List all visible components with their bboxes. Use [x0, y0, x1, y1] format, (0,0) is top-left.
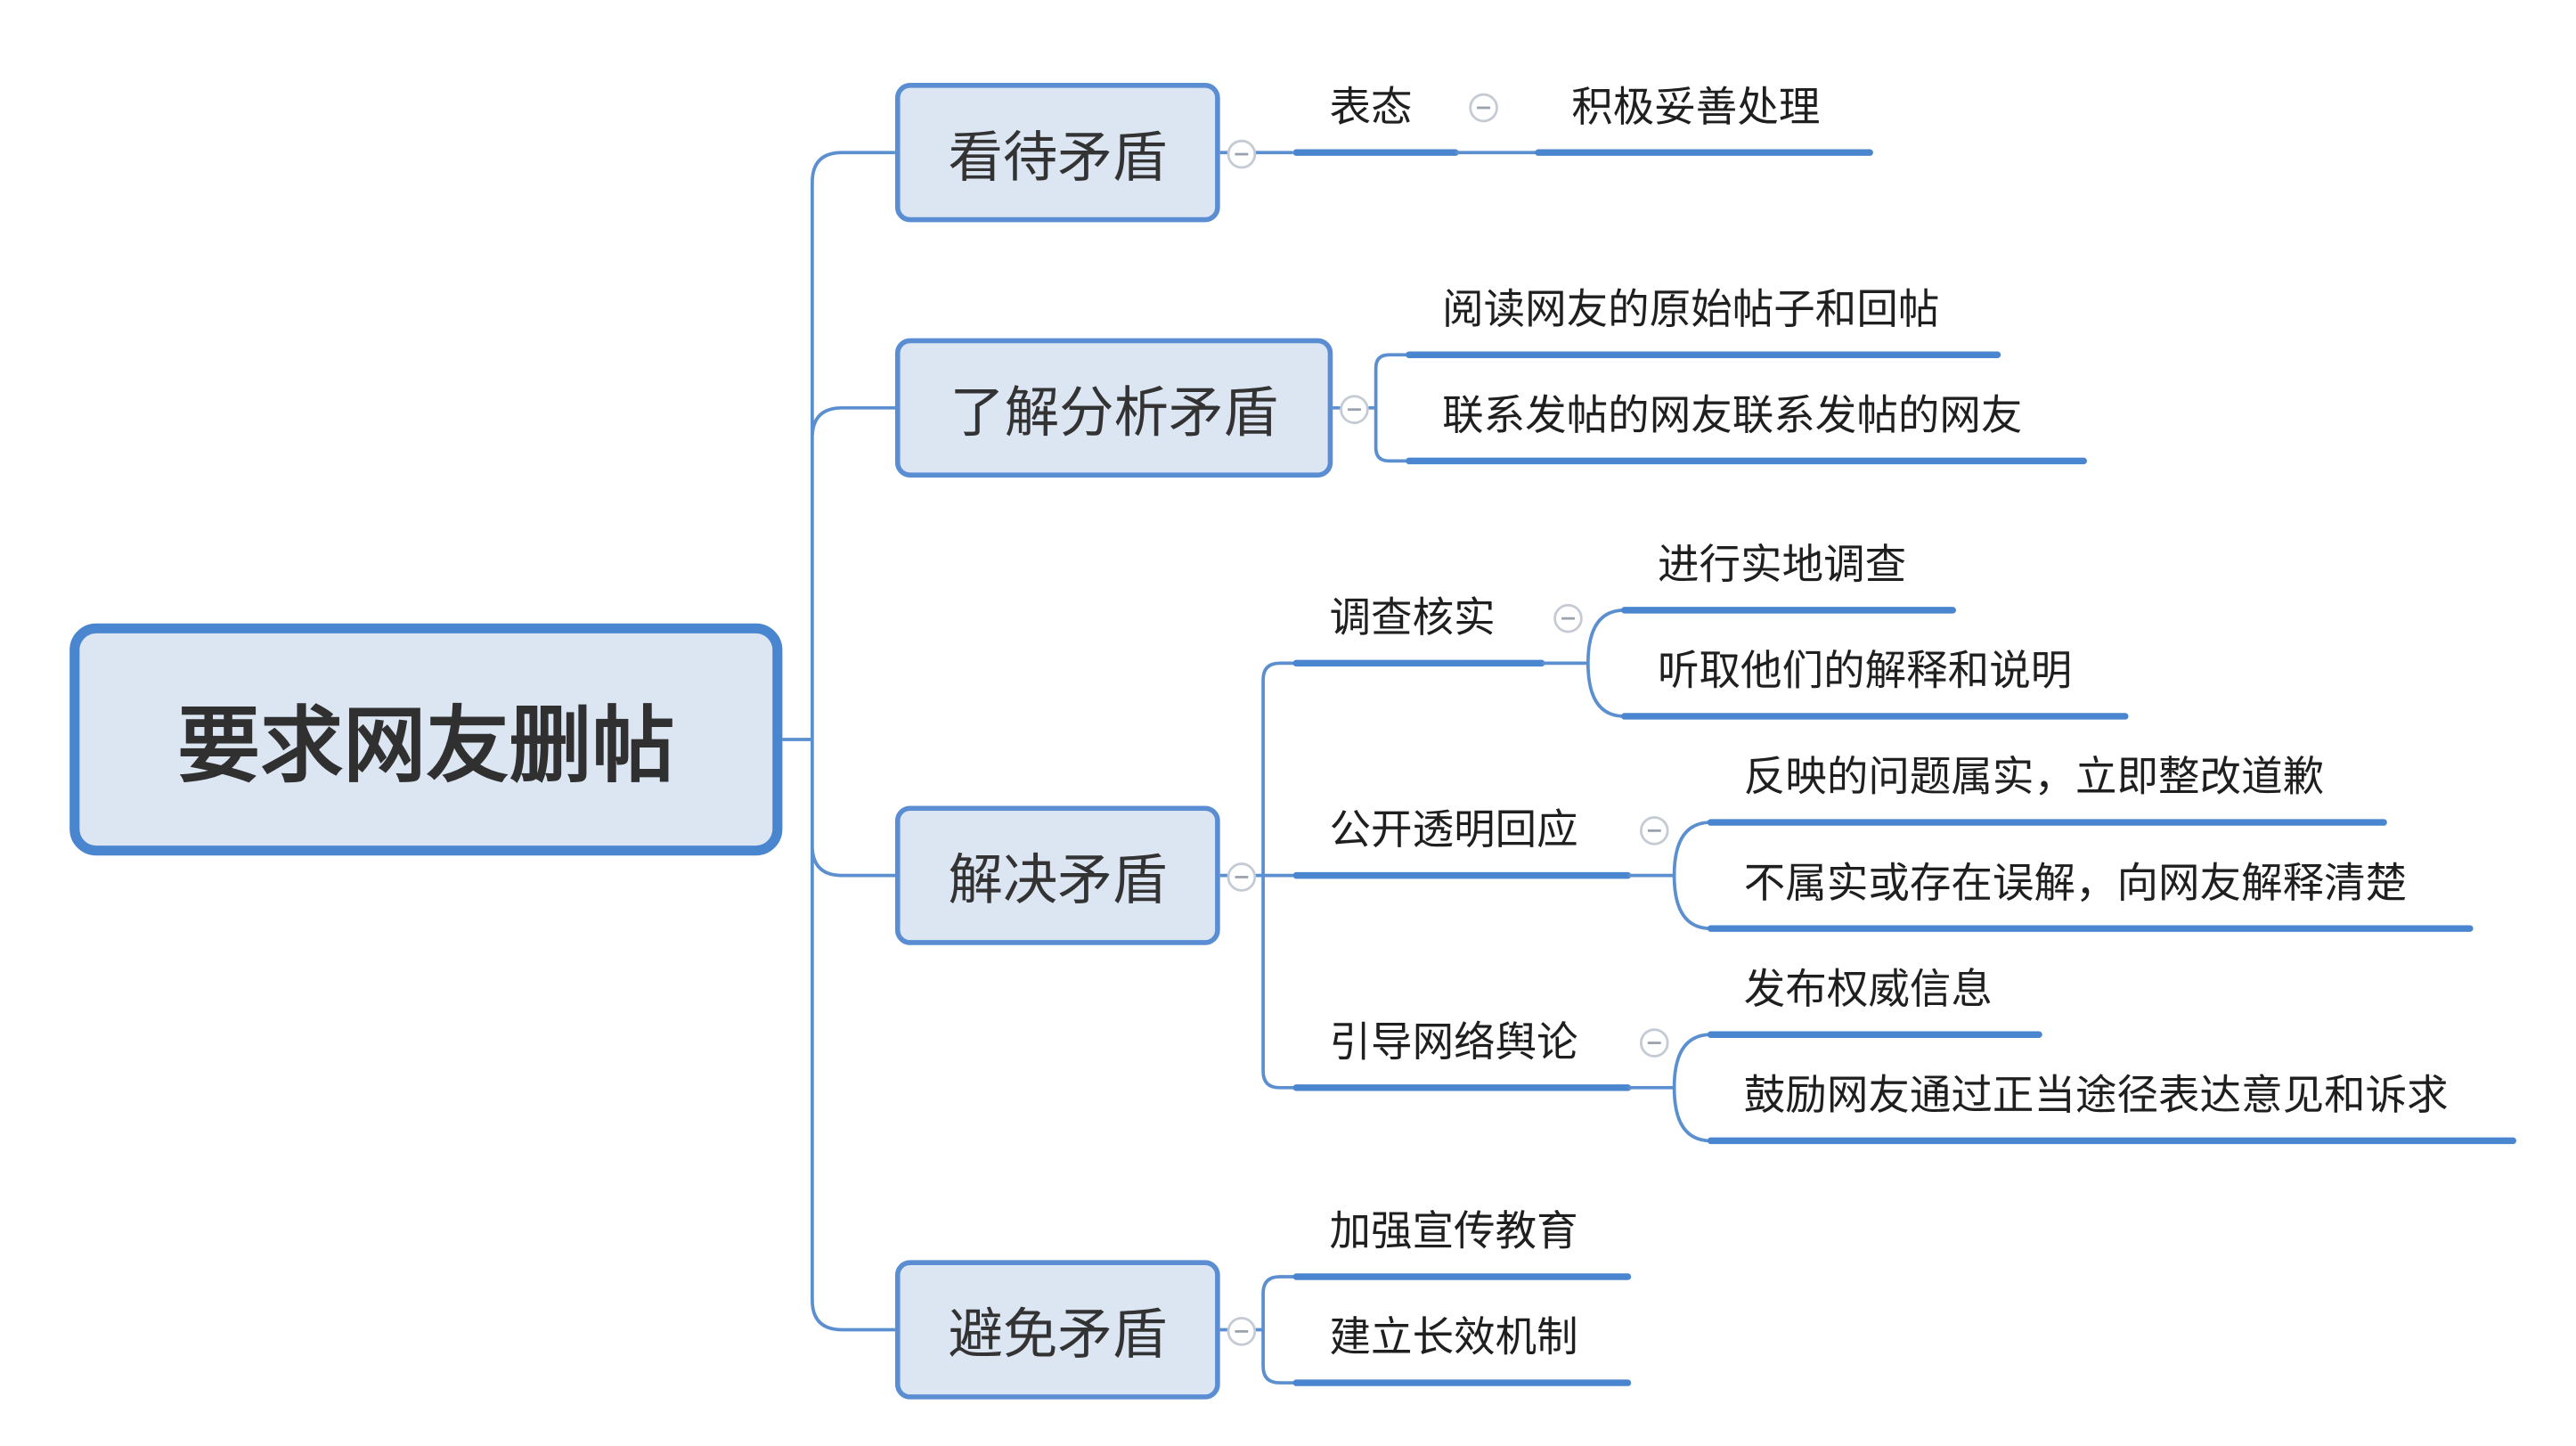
subtopic-biaotai[interactable]: 表态 [1329, 83, 1413, 132]
subtopic-changxiao-jizhi[interactable]: 建立长效机制 [1329, 1312, 1578, 1361]
subtopic-bushushi-jieshi[interactable]: 不属实或存在误解，向网友解释清楚 [1743, 858, 2408, 907]
subtopic-lianxi-fatie-wangyou[interactable]: 联系发帖的网友联系发帖的网友 [1442, 391, 2023, 440]
topic-jiejue-maodun[interactable]: 解决矛盾 [894, 805, 1220, 945]
topic-kandai-maodun[interactable]: 看待矛盾 [894, 83, 1220, 223]
connector-gongkai-children [1627, 821, 1711, 931]
subtopic-fabu-quanwei-xinxi[interactable]: 发布权威信息 [1743, 965, 1993, 1014]
connector-yindao-children [1627, 1033, 1711, 1143]
subtopic-gongkai-touming-huiying[interactable]: 公开透明回应 [1329, 805, 1578, 854]
collapse-toggle-liaojie[interactable] [1340, 395, 1369, 424]
collapse-toggle-biaotai[interactable] [1469, 93, 1498, 123]
collapse-toggle-yindao[interactable] [1639, 1028, 1669, 1058]
subtopic-yuedu-tiezi[interactable]: 阅读网友的原始帖子和回帖 [1442, 285, 1940, 334]
subtopic-shushi-zhenggai[interactable]: 反映的问题属实，立即整改道歉 [1743, 752, 2325, 801]
subtopic-jiaqiang-xuanchuan[interactable]: 加强宣传教育 [1329, 1206, 1578, 1255]
root-topic[interactable]: 要求网友删帖 [69, 623, 783, 856]
subtopic-diaocha-heshi[interactable]: 调查核实 [1329, 593, 1496, 642]
subtopic-yindao-wangluo-yulun[interactable]: 引导网络舆论 [1329, 1017, 1578, 1066]
topic-liaojie-fenxi-maodun[interactable]: 了解分析矛盾 [894, 338, 1333, 478]
collapse-toggle-diaocha[interactable] [1553, 603, 1583, 633]
subtopic-tingqu-jieshi[interactable]: 听取他们的解释和说明 [1658, 646, 2073, 695]
topic-bimian-maodun[interactable]: 避免矛盾 [894, 1260, 1220, 1400]
collapse-toggle-bimian[interactable] [1227, 1317, 1257, 1346]
collapse-toggle-jiejue[interactable] [1227, 862, 1257, 892]
connector-diaocha-children [1541, 608, 1625, 718]
collapse-toggle-kandai[interactable] [1227, 139, 1257, 169]
connector-trunk [811, 151, 895, 1332]
subtopic-jiji-tuoshan-chuli[interactable]: 积极妥善处理 [1571, 83, 1821, 132]
subtopic-shidi-diaocha[interactable]: 进行实地调查 [1658, 540, 1907, 589]
subtopic-guli-zhengdang-tujing[interactable]: 鼓励网友通过正当途径表达意见和诉求 [1743, 1071, 2449, 1120]
collapse-toggle-gongkai[interactable] [1639, 816, 1669, 846]
